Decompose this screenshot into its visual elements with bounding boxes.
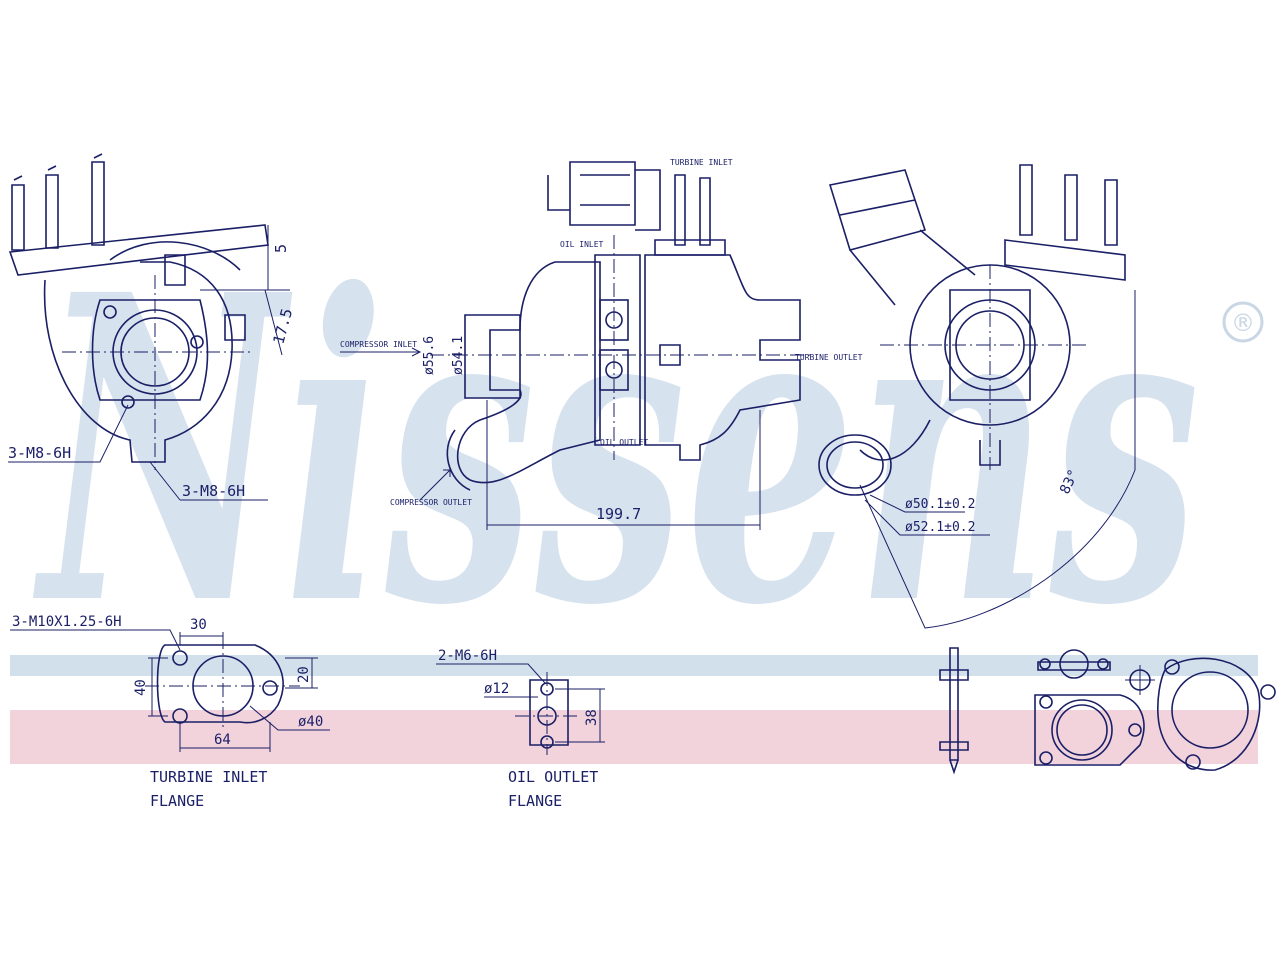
dim-40: 40 [133, 679, 149, 696]
turbine-inlet-flange: 3-M10X1.25-6H 30 20 40 64 ø40 TURBINE IN… [10, 614, 330, 810]
registered-circle [1222, 301, 1264, 343]
oil-outlet-label: OIL OUTLET [600, 438, 648, 447]
dim-38: 38 [584, 709, 600, 726]
compressor-outlet-label: COMPRESSOR OUTLET [390, 498, 472, 507]
center-side-view: COMPRESSOR INLET OIL INLET TURBINE INLET… [340, 158, 863, 530]
thread-label-left-1: 3-M8-6H [8, 444, 71, 462]
oil-outlet-flange: 2-M6-6H ø12 38 OIL OUTLET FLANGE [436, 648, 605, 810]
oil-flange-caption-1: OIL OUTLET [508, 768, 598, 786]
dia-2: ø52.1±0.2 [905, 520, 975, 535]
dim-20: 20 [296, 666, 312, 683]
turbine-inlet-label: TURBINE INLET [670, 158, 733, 167]
band-pink [10, 710, 1258, 764]
turbine-outlet-label: TURBINE OUTLET [795, 353, 863, 362]
watermark-text: Nissens [32, 205, 1200, 698]
dim-64: 64 [214, 732, 231, 748]
band-blue [10, 655, 1258, 676]
watermark: Nissens ® [32, 205, 1264, 698]
thread-label-left-2: 3-M8-6H [182, 482, 245, 500]
registered-mark: ® [1231, 309, 1255, 337]
dim-top: 5 [272, 244, 290, 253]
gasket-set [939, 647, 1276, 775]
oil-inlet-label: OIL INLET [560, 240, 604, 249]
dia-outer: ø55.6 [422, 336, 437, 375]
dia-1: ø50.1±0.2 [905, 497, 975, 512]
dia-40: ø40 [298, 714, 323, 730]
turbine-flange-caption-1: TURBINE INLET [150, 768, 267, 786]
turbine-flange-caption-2: FLANGE [150, 792, 204, 810]
dia-12: ø12 [484, 681, 509, 697]
compressor-inlet-label: COMPRESSOR INLET [340, 340, 417, 349]
left-turbine-view: 5 17.5 3-M8-6H 3-M8-6H [8, 153, 296, 501]
dim-30: 30 [190, 617, 207, 633]
length-dim: 199.7 [596, 505, 641, 523]
flange-thread-label: 3-M10X1.25-6H [12, 614, 122, 630]
oil-flange-caption-2: FLANGE [508, 792, 562, 810]
right-end-view: ø50.1±0.2 ø52.1±0.2 83° [818, 164, 1136, 629]
dia-inner: ø54.1 [451, 336, 466, 375]
oil-flange-thread-label: 2-M6-6H [438, 648, 497, 664]
